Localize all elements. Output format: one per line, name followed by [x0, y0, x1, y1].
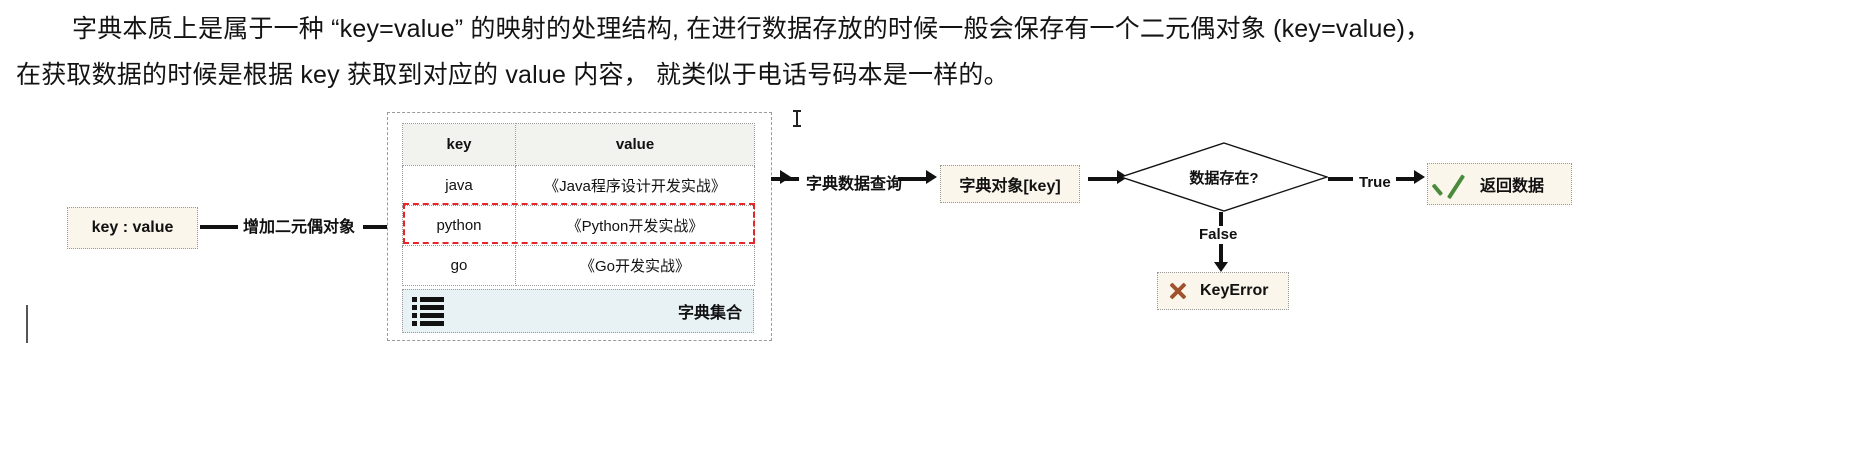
edge-true-to-return	[1396, 177, 1418, 181]
edge-decision-to-false	[1219, 212, 1223, 226]
cell-key: python	[402, 205, 516, 246]
cross-icon	[1166, 279, 1190, 303]
table-row[interactable]: java 《Java程序设计开发实战》	[402, 165, 755, 206]
arrowhead-to-query-label	[780, 170, 791, 184]
prose-line-2: 在获取数据的时候是根据 key 获取到对应的 value 内容， 就类似于电话号…	[16, 61, 1009, 89]
prose-paragraph: 字典本质上是属于一种 “key=value” 的映射的处理结构, 在进行数据存放…	[0, 0, 1862, 98]
dict-object-node[interactable]: 字典对象[key]	[940, 165, 1080, 203]
table-header-row: key value	[402, 123, 755, 166]
edge-decision-to-true	[1328, 177, 1353, 181]
edge-label-dict-query: 字典数据查询	[806, 176, 903, 193]
key-value-table: key value java 《Java程序设计开发实战》 python 《Py…	[402, 123, 755, 286]
keyerror-label: KeyError	[1200, 282, 1269, 299]
decision-label: 数据存在?	[1189, 169, 1259, 187]
arrowhead-to-return	[1414, 170, 1425, 184]
return-data-node[interactable]: 返回数据	[1427, 163, 1572, 205]
table-row[interactable]: python 《Python开发实战》	[402, 205, 755, 246]
check-icon	[1431, 170, 1466, 200]
edge-dict-object-to-decision	[1088, 177, 1120, 181]
edge-kv-to-add-label	[200, 225, 238, 229]
column-header-value: value	[515, 123, 755, 166]
edge-label-add-pair: 增加二元偶对象	[243, 219, 356, 236]
dictionary-container: key value java 《Java程序设计开发实战》 python 《Py…	[387, 112, 772, 341]
table-row[interactable]: go 《Go开发实战》	[402, 245, 755, 286]
cell-value: 《Go开发实战》	[515, 245, 755, 286]
dictionary-footer-label: 字典集合	[677, 305, 742, 322]
keyerror-node[interactable]: KeyError	[1157, 272, 1289, 310]
cell-value: 《Java程序设计开发实战》	[515, 165, 755, 206]
dict-object-node-label: 字典对象[key]	[959, 178, 1061, 195]
arrowhead-to-keyerror	[1214, 262, 1228, 272]
decision-diamond[interactable]: 数据存在?	[1120, 142, 1328, 212]
key-value-node[interactable]: key : value	[67, 207, 198, 249]
dictionary-footer: 字典集合	[402, 289, 754, 333]
return-data-label: 返回数据	[1480, 178, 1545, 195]
column-header-key: key	[402, 123, 516, 166]
edge-query-label-to-dict-object	[898, 177, 928, 181]
edge-label-false: False	[1199, 226, 1238, 243]
prose-line-1: 字典本质上是属于一种 “key=value” 的映射的处理结构, 在进行数据存放…	[72, 15, 1431, 43]
cell-key: java	[402, 165, 516, 206]
cell-key: go	[402, 245, 516, 286]
dictionary-flow-diagram: key : value 增加二元偶对象 key value java 《Java…	[0, 96, 1862, 450]
key-value-node-label: key : value	[91, 219, 174, 236]
cell-value: 《Python开发实战》	[515, 205, 755, 246]
arrowhead-to-dict-object	[926, 170, 937, 184]
edge-label-true: True	[1359, 174, 1391, 191]
document-caret	[26, 305, 28, 343]
edge-false-to-keyerror	[1219, 244, 1223, 266]
list-icon	[412, 296, 444, 326]
edge-add-label-to-table	[363, 225, 391, 229]
text-cursor-icon	[793, 110, 801, 127]
